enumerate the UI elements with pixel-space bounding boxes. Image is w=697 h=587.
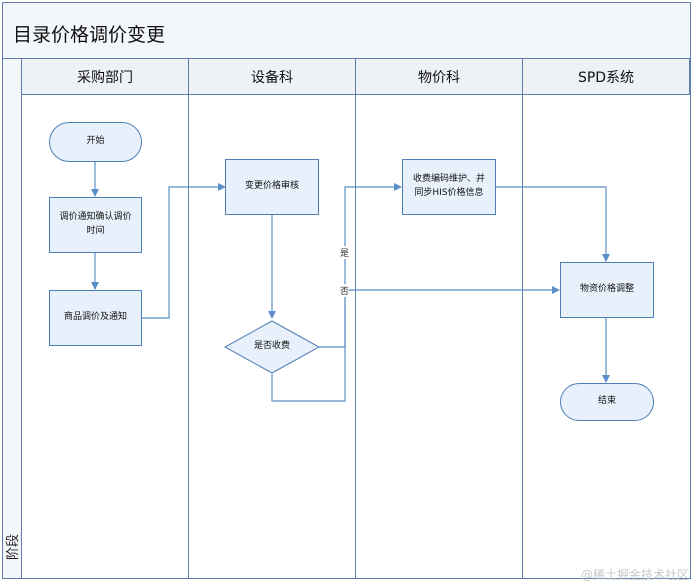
edge-code-to-adjust: [496, 186, 610, 262]
review-node: 变更价格审核: [225, 159, 319, 215]
notify-label: 商品调价及通知: [63, 312, 127, 323]
lane-header-pricing: 物价科: [356, 59, 523, 95]
notify-node: 商品调价及通知: [49, 290, 142, 346]
decision-diamond: [223, 320, 321, 374]
watermark: @稀土掘金技术社区: [580, 568, 689, 582]
phase-band: [3, 59, 22, 578]
price-adjust-label: 物资价格调整: [579, 284, 634, 295]
confirm-time-label: 调价通知确认调价 时间: [59, 212, 132, 236]
review-label: 变更价格审核: [244, 181, 299, 192]
start-label: 开始: [86, 136, 105, 147]
edge-decision-yes: [319, 183, 402, 348]
code-maintenance-node: 收费编码维护、并 同步HIS价格信息: [402, 159, 496, 215]
edge-notify-to-review: [141, 183, 226, 319]
price-adjust-node: 物资价格调整: [560, 262, 654, 318]
start-node: 开始: [49, 122, 142, 162]
end-label: 结束: [597, 396, 616, 407]
decision-label: 是否收费: [253, 341, 290, 352]
diagram-title: 目录价格调价变更: [13, 24, 166, 46]
diagram-frame: [2, 2, 691, 579]
title-band: 目录价格调价变更: [3, 3, 690, 59]
edge-label-no: 否: [340, 284, 350, 297]
lane-header-equipment: 设备科: [189, 59, 356, 95]
lane-header-spd: SPD系统: [523, 59, 690, 95]
edge-decision-no: [271, 286, 560, 402]
end-node: 结束: [560, 383, 654, 421]
edge-label-yes: 是: [340, 246, 350, 259]
code-maintenance-label: 收费编码维护、并 同步HIS价格信息: [412, 174, 485, 198]
lane-header-purchasing: 采购部门: [22, 59, 189, 95]
confirm-time-node: 调价通知确认调价 时间: [49, 197, 142, 253]
decision-node: 是否收费: [235, 338, 309, 356]
lane-divider: [522, 59, 523, 578]
lane-divider: [188, 59, 189, 578]
lane-divider: [355, 59, 356, 578]
